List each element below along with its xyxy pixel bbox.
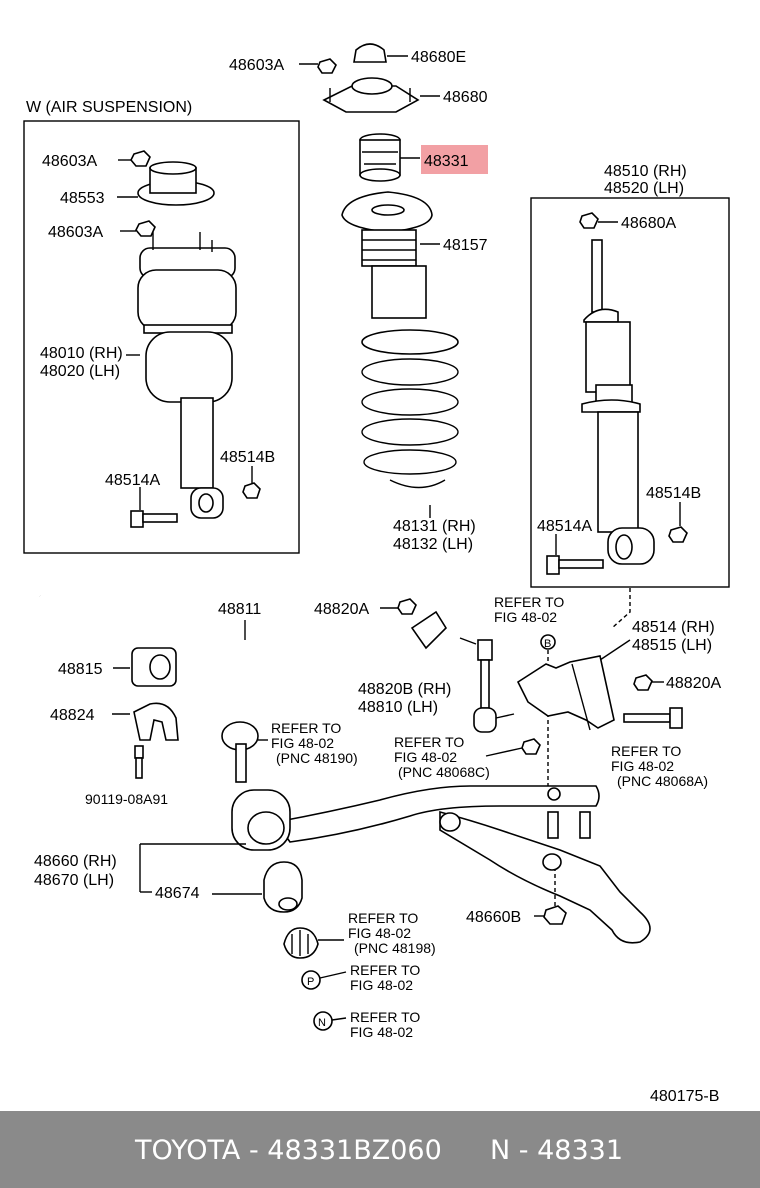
dust-boot-48157[interactable] (341, 191, 433, 319)
bushing-48674[interactable] (263, 861, 303, 913)
refer-6-line1[interactable]: REFER TO (350, 962, 420, 978)
label-48514: 48514 (RH) (632, 619, 715, 636)
stabilizer-bar-48811[interactable] (38, 591, 448, 668)
nut-48680A[interactable] (579, 212, 599, 229)
refer-4-line1[interactable]: REFER TO (611, 743, 681, 759)
bolt-bracket[interactable] (623, 707, 683, 729)
label-48660: 48660 (RH) (34, 853, 117, 870)
label-48010: 48010 (RH) (40, 345, 123, 362)
bushing-48198[interactable] (283, 927, 319, 959)
svg-text:P: P (307, 976, 314, 988)
label-48820A-right: 48820A (666, 675, 721, 692)
label-48157: 48157 (443, 237, 488, 254)
label-48603A-a: 48603A (42, 153, 97, 170)
nut-48514B-left[interactable] (242, 482, 261, 499)
refer-5-line1[interactable]: REFER TO (348, 910, 418, 926)
label-48520: 48520 (LH) (604, 180, 684, 197)
bolt-48514A-right[interactable] (546, 555, 604, 575)
label-48515: 48515 (LH) (632, 637, 712, 654)
air-suspension-box (23, 120, 300, 554)
label-48510: 48510 (RH) (604, 163, 687, 180)
label-48660B: 48660B (466, 909, 521, 926)
nut-48603A-left-b[interactable] (135, 220, 156, 237)
svg-text:B: B (544, 638, 551, 650)
label-48674: 48674 (155, 885, 200, 902)
svg-text:N: N (318, 1017, 326, 1029)
nut-48660B[interactable] (543, 905, 567, 925)
label-48331[interactable]: 48331 (424, 153, 469, 170)
marker-n: N (313, 1011, 333, 1031)
marker-b: B (540, 634, 556, 650)
exploded-parts-diagram: W (AIR SUSPENSION) 48603A 48553 48603A 4… (23, 43, 730, 1105)
retainer-48824[interactable] (133, 702, 179, 741)
label-48132: 48132 (LH) (393, 536, 473, 553)
refer-2-line3[interactable]: (PNC 48190) (276, 750, 358, 766)
refer-6-line2[interactable]: FIG 48-02 (350, 977, 413, 993)
bolt-48190[interactable] (221, 721, 259, 783)
upper-support-48680[interactable] (322, 77, 420, 113)
refer-3-line1[interactable]: REFER TO (394, 734, 464, 750)
diagram-id: 480175-B (650, 1088, 719, 1105)
label-48820A-top: 48820A (314, 601, 369, 618)
refer-1-line2[interactable]: FIG 48-02 (494, 609, 557, 625)
label-48603A-top: 48603A (229, 57, 284, 74)
nut-48603A-top[interactable] (317, 58, 337, 74)
nut-48068C[interactable] (521, 738, 541, 755)
shock-absorber-box (530, 197, 730, 588)
bolt-48514A-left[interactable] (130, 510, 178, 528)
nut-48820A-right[interactable] (633, 674, 653, 691)
refer-1-line1[interactable]: REFER TO (494, 594, 564, 610)
coil-spring-48131[interactable] (361, 329, 459, 489)
bushing-48815[interactable] (131, 647, 177, 687)
label-48824: 48824 (50, 707, 95, 724)
label-48680: 48680 (443, 89, 488, 106)
nut-48820A-top[interactable] (397, 598, 417, 615)
shock-absorber-48510[interactable] (581, 239, 655, 565)
refer-2-line1[interactable]: REFER TO (271, 720, 341, 736)
label-48020: 48020 (LH) (40, 363, 120, 380)
stabilizer-link-48820B[interactable] (459, 637, 515, 733)
nut-48514B-right[interactable] (668, 526, 688, 543)
label-48603A-b: 48603A (48, 224, 103, 241)
steering-knuckle[interactable] (439, 810, 651, 944)
label-48680E: 48680E (411, 49, 466, 66)
refer-4-line3[interactable]: (PNC 48068A) (617, 773, 708, 789)
marker-p: P (301, 970, 321, 990)
refer-7-line1[interactable]: REFER TO (350, 1009, 420, 1025)
bound-bumper-48331[interactable] (359, 133, 401, 182)
label-48670: 48670 (LH) (34, 872, 114, 889)
label-48514A-right: 48514A (537, 518, 592, 535)
label-48131: 48131 (RH) (393, 518, 476, 535)
highlight-48331 (421, 145, 488, 174)
label-48514A-left: 48514A (105, 472, 160, 489)
refer-4-line2[interactable]: FIG 48-02 (611, 758, 674, 774)
footer-pnc: N - 48331 (490, 1135, 623, 1166)
bracket-48514[interactable] (516, 655, 615, 731)
label-48680A: 48680A (621, 215, 676, 232)
refer-2-line2[interactable]: FIG 48-02 (271, 735, 334, 751)
label-48820B: 48820B (RH) (358, 681, 451, 698)
label-48811: 48811 (218, 601, 261, 618)
upper-mount-48553[interactable] (137, 161, 215, 206)
refer-3-line2[interactable]: FIG 48-02 (394, 749, 457, 765)
bolt-90119[interactable] (134, 745, 144, 779)
label-48514B-left: 48514B (220, 449, 275, 466)
label-90119: 90119-08A91 (85, 791, 168, 807)
lower-arm-48660[interactable] (231, 785, 600, 851)
refer-5-line3[interactable]: (PNC 48198) (354, 940, 436, 956)
part-footer-bar: TOYOTA - 48331BZ060 N - 48331 (0, 1111, 760, 1188)
label-48810: 48810 (LH) (358, 699, 438, 716)
refer-7-line2[interactable]: FIG 48-02 (350, 1024, 413, 1040)
footer-part-number: TOYOTA - 48331BZ060 (135, 1135, 442, 1166)
label-48553: 48553 (60, 190, 105, 207)
air-suspension-title: W (AIR SUSPENSION) (26, 99, 192, 116)
refer-5-line2[interactable]: FIG 48-02 (348, 925, 411, 941)
label-48815: 48815 (58, 661, 103, 678)
nut-48603A-left-a[interactable] (130, 150, 151, 167)
air-spring-48010[interactable] (137, 232, 237, 519)
refer-3-line3[interactable]: (PNC 48068C) (398, 764, 490, 780)
label-48514B-right: 48514B (646, 485, 701, 502)
dust-cap-48680E[interactable] (353, 43, 387, 63)
